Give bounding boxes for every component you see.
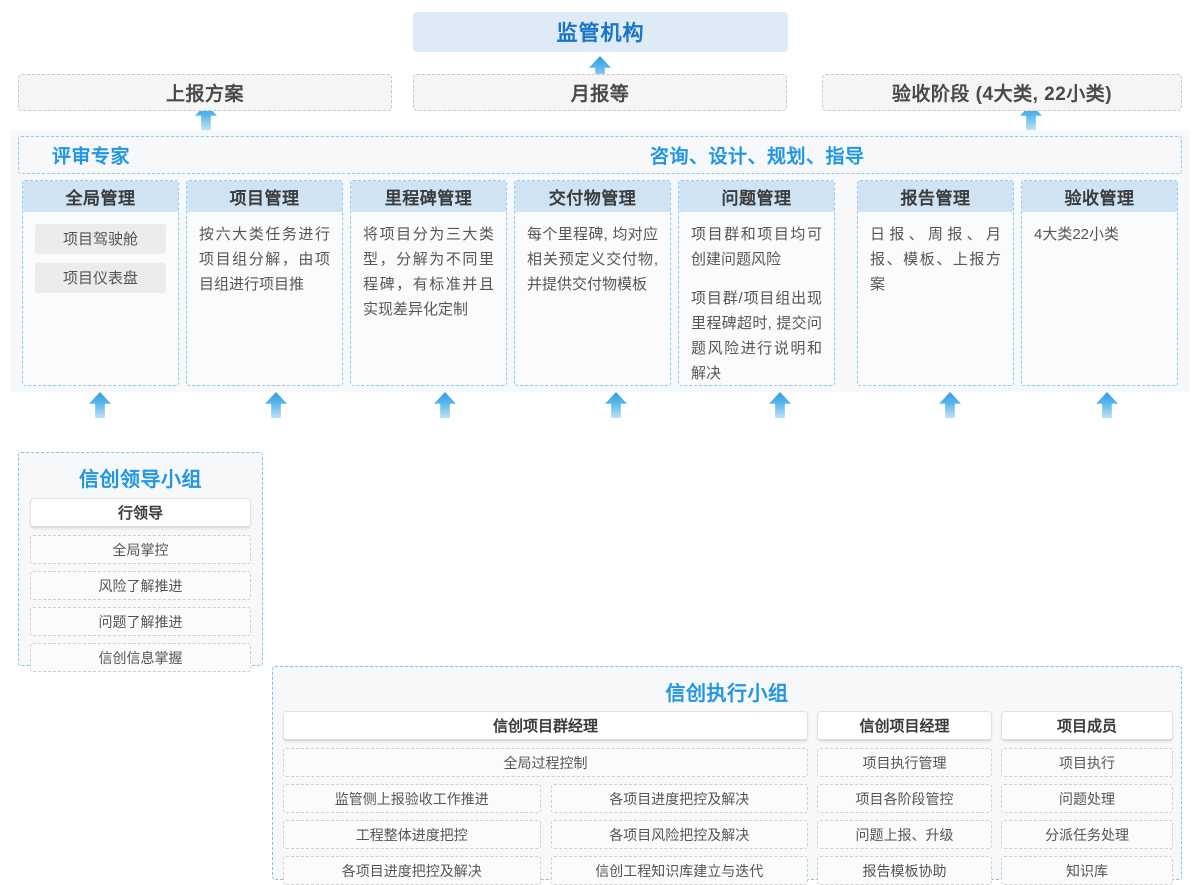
- module-column-report-management[interactable]: 报告管理 日报、周报、月报、模板、上报方案: [857, 180, 1014, 386]
- program-manager-block: 信创项目群经理 全局过程控制 监管侧上报验收工作推进 工程整体进度把控 各项目进…: [283, 711, 808, 885]
- module-header: 项目管理: [187, 181, 342, 212]
- arrow-up-icon-module-1: [89, 392, 111, 418]
- arrow-up-icon-module-3: [434, 392, 456, 418]
- module-body: 按六大类任务进行项目组分解，由项目组进行项目推: [187, 212, 342, 385]
- leading-group-title: 信创领导小组: [79, 469, 202, 491]
- band-label-review-expert: 评审专家: [52, 146, 131, 168]
- task-item[interactable]: 信创工程知识库建立与迭代: [550, 856, 808, 885]
- task-item[interactable]: 全局掌控: [30, 535, 251, 564]
- task-item[interactable]: 问题上报、升级: [817, 820, 992, 849]
- leading-group-panel: 信创领导小组 行领导 全局掌控 风险了解推进 问题了解推进 信创信息掌握: [18, 452, 263, 672]
- module-header: 交付物管理: [515, 181, 670, 212]
- arrow-up-icon-module-7: [1096, 392, 1118, 418]
- role-header-program-manager[interactable]: 信创项目群经理: [283, 711, 808, 741]
- task-item[interactable]: 信创信息掌握: [30, 643, 251, 672]
- task-item[interactable]: 项目执行管理: [817, 748, 992, 777]
- project-manager-block: 信创项目经理 项目执行管理 项目各阶段管控 问题上报、升级 报告模板协助: [817, 711, 992, 885]
- role-header-project-manager[interactable]: 信创项目经理: [817, 711, 992, 741]
- task-item[interactable]: 风险了解推进: [30, 571, 251, 600]
- module-paragraph: 项目群/项目组出现里程碑超时, 提交问题风险进行说明和解决: [691, 290, 822, 382]
- channel-box-monthly-report: 月报等: [413, 74, 787, 111]
- execution-group-title: 信创执行小组: [665, 683, 789, 705]
- role-header-bank-leader[interactable]: 行领导: [30, 498, 251, 528]
- module-paragraph: 将项目分为三大类型，分解为不同里程碑，有标准并且实现差异化定制: [363, 226, 494, 318]
- task-item[interactable]: 报告模板协助: [817, 856, 992, 885]
- execution-group-panel: 信创执行小组 信创项目群经理 全局过程控制 监管侧上报验收工作推进 工程整体进度…: [272, 666, 1182, 885]
- module-body: 4大类22小类: [1022, 212, 1177, 385]
- task-item[interactable]: 各项目进度把控及解决: [550, 784, 808, 813]
- module-paragraph: 每个里程碑, 均对应相关预定义交付物, 并提供交付物模板: [527, 226, 658, 293]
- module-column-acceptance-management[interactable]: 验收管理 4大类22小类: [1021, 180, 1178, 386]
- module-header: 全局管理: [23, 181, 178, 212]
- channel-box-acceptance-stage: 验收阶段 (4大类, 22小类): [822, 74, 1182, 111]
- module-body: 项目驾驶舱 项目仪表盘: [23, 212, 178, 385]
- task-item[interactable]: 项目各阶段管控: [817, 784, 992, 813]
- band-label-consulting: 咨询、设计、规划、指导: [650, 146, 865, 168]
- module-column-deliverable-management[interactable]: 交付物管理 每个里程碑, 均对应相关预定义交付物, 并提供交付物模板: [514, 180, 671, 386]
- module-header: 问题管理: [679, 181, 834, 212]
- task-item[interactable]: 项目执行: [1001, 748, 1173, 777]
- task-item[interactable]: 工程整体进度把控: [283, 820, 541, 849]
- module-column-milestone-management[interactable]: 里程碑管理 将项目分为三大类型，分解为不同里程碑，有标准并且实现差异化定制: [350, 180, 507, 386]
- task-item[interactable]: 各项目风险把控及解决: [550, 820, 808, 849]
- project-member-block: 项目成员 项目执行 问题处理 分派任务处理 知识库: [1001, 711, 1173, 885]
- arrow-up-icon-module-6: [939, 392, 961, 418]
- arrow-up-icon-module-4: [605, 392, 627, 418]
- task-item[interactable]: 监管侧上报验收工作推进: [283, 784, 541, 813]
- module-header: 验收管理: [1022, 181, 1177, 212]
- task-item[interactable]: 各项目进度把控及解决: [283, 856, 541, 885]
- task-item[interactable]: 知识库: [1001, 856, 1173, 885]
- arrow-up-icon-module-2: [265, 392, 287, 418]
- module-column-global-management[interactable]: 全局管理 项目驾驶舱 项目仪表盘: [22, 180, 179, 386]
- module-column-issue-management[interactable]: 问题管理 项目群和项目均可创建问题风险 项目群/项目组出现里程碑超时, 提交问题…: [678, 180, 835, 386]
- module-chip[interactable]: 项目驾驶舱: [35, 224, 166, 254]
- module-body: 项目群和项目均可创建问题风险 项目群/项目组出现里程碑超时, 提交问题风险进行说…: [679, 212, 834, 385]
- diagram-canvas: 监管机构 上报方案 月报等 验收阶段 (4大类, 22小类) 评审专家 咨询、设…: [18, 12, 1182, 885]
- module-paragraph: 4大类22小类: [1034, 226, 1120, 243]
- arrow-up-icon-module-5: [769, 392, 791, 418]
- task-item[interactable]: 问题了解推进: [30, 607, 251, 636]
- module-paragraph: 日报、周报、月报、模板、上报方案: [870, 226, 1001, 293]
- channel-box-report-plan: 上报方案: [18, 74, 392, 111]
- task-item-global-process-control[interactable]: 全局过程控制: [283, 748, 808, 777]
- module-paragraph: 项目群和项目均可创建问题风险: [691, 226, 822, 268]
- regulator-box: 监管机构: [413, 12, 788, 52]
- module-header: 报告管理: [858, 181, 1013, 212]
- module-body: 日报、周报、月报、模板、上报方案: [858, 212, 1013, 385]
- module-paragraph: 按六大类任务进行项目组分解，由项目组进行项目推: [199, 226, 330, 293]
- module-body: 每个里程碑, 均对应相关预定义交付物, 并提供交付物模板: [515, 212, 670, 385]
- module-header: 里程碑管理: [351, 181, 506, 212]
- module-column-project-management[interactable]: 项目管理 按六大类任务进行项目组分解，由项目组进行项目推: [186, 180, 343, 386]
- expert-consulting-band: 评审专家 咨询、设计、规划、指导: [18, 136, 1182, 174]
- task-item[interactable]: 问题处理: [1001, 784, 1173, 813]
- role-header-project-member[interactable]: 项目成员: [1001, 711, 1173, 741]
- module-chip[interactable]: 项目仪表盘: [35, 263, 166, 293]
- task-item[interactable]: 分派任务处理: [1001, 820, 1173, 849]
- module-body: 将项目分为三大类型，分解为不同里程碑，有标准并且实现差异化定制: [351, 212, 506, 385]
